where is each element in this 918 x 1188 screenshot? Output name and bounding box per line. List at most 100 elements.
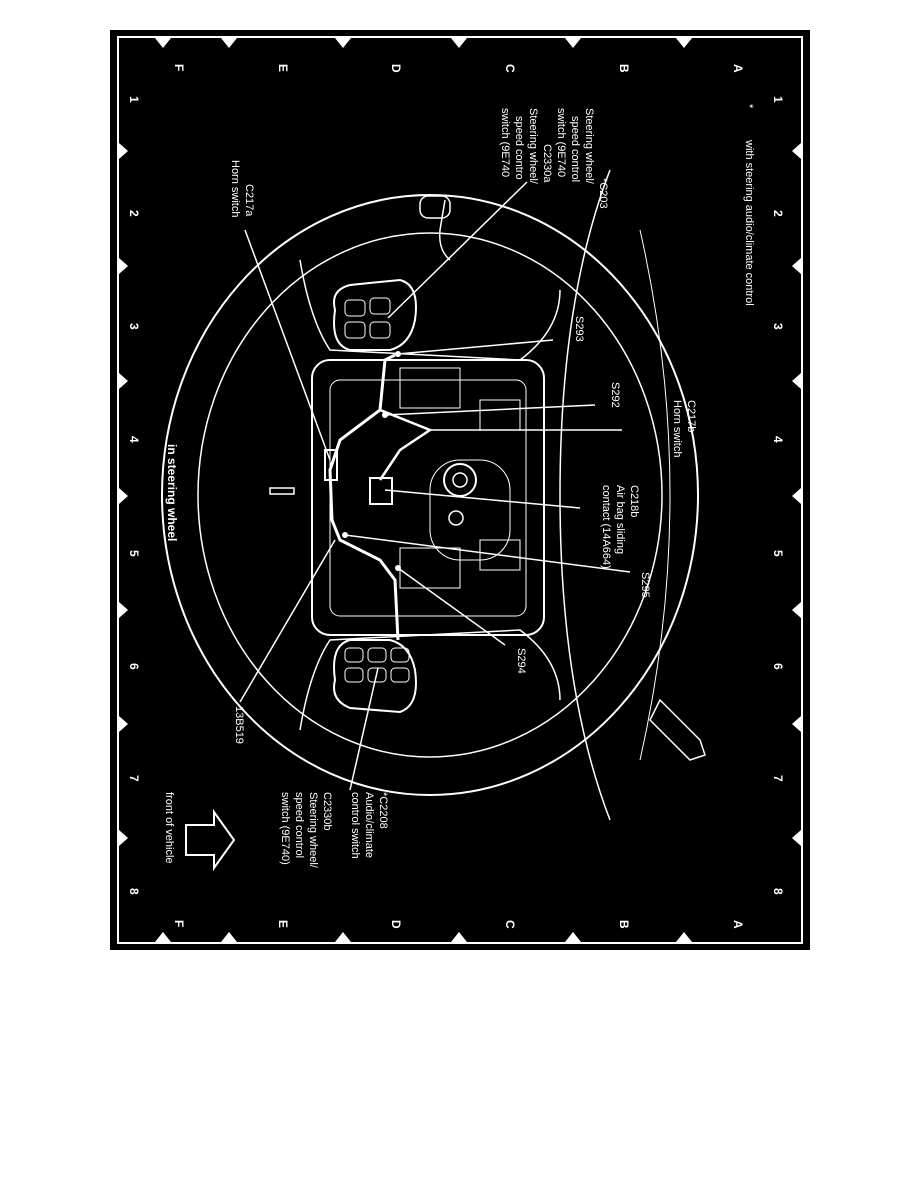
label-line: S295 [639, 572, 651, 598]
note-star: * [743, 104, 755, 109]
hub-cavity [311, 359, 545, 636]
grid-letter: E [276, 920, 290, 928]
grid-num: 7 [127, 775, 141, 782]
label-c2208: *C2208 Audio/climate control switch [349, 792, 389, 859]
grid-num: 8 [127, 888, 141, 895]
label-line: S292 [609, 382, 621, 408]
top-note: * with steering audio/climate control [743, 104, 755, 306]
grid-num: 1 [127, 96, 141, 103]
label-c218b: C218b Air bag sliding contact (14A664) [600, 485, 640, 569]
grid-num: 7 [771, 775, 785, 782]
wiper-stalk [649, 698, 706, 761]
label-line: Audio/climate [363, 792, 375, 858]
label-s292: S292 [609, 382, 621, 408]
grid-letter: F [172, 920, 186, 927]
column-shroud [639, 229, 671, 761]
grid-letter: C [503, 920, 517, 929]
label-line: 13B519 [233, 706, 245, 744]
upper-spoke [299, 259, 561, 361]
label-line: C2330b [321, 792, 333, 831]
label-line: speed control [569, 116, 581, 182]
label-line: Air bag sliding [614, 485, 626, 554]
label-line: contact (14A664) [600, 485, 612, 569]
grid-letter: E [276, 64, 290, 72]
grid-num: 2 [127, 210, 141, 217]
leader-lines [239, 181, 631, 791]
label-s294: S294 [515, 648, 527, 674]
label-line: control switch [349, 792, 361, 859]
grid-num: 3 [127, 323, 141, 330]
grid-letter: F [172, 64, 186, 71]
front-arrow-icon [185, 808, 236, 872]
label-line: Steering wheel/ [527, 108, 539, 185]
label-front: front of vehicle [163, 792, 175, 864]
grid-num: 6 [127, 663, 141, 670]
label-line: S294 [515, 648, 527, 674]
wheel-rim-inner [197, 232, 663, 758]
grid-num: 5 [127, 550, 141, 557]
grid-numbers-right: 1 2 3 4 5 6 7 8 [771, 96, 785, 895]
wiring-harness [328, 353, 400, 641]
label-line: Steering wheel/ [307, 792, 319, 869]
splice-dots [342, 351, 401, 571]
label-line: Horn switch [671, 400, 683, 457]
label-line: switch (9E740 [555, 108, 567, 177]
label-line: front of vehicle [163, 792, 175, 864]
label-line: speed contro [513, 116, 525, 180]
wheel-rim-outer [161, 194, 699, 796]
hub-bolt [443, 463, 477, 497]
label-line: C218b [628, 485, 640, 517]
speed-control-switch-pad [333, 278, 417, 351]
grid-num: 6 [771, 663, 785, 670]
label-line: C2330a [541, 144, 553, 183]
grid-num: 8 [771, 888, 785, 895]
grid-num: 4 [771, 436, 785, 443]
label-c2330b: C2330b Steering wheel/ speed control swi… [279, 792, 333, 869]
grid-letters-bottom: A B C D E F [172, 920, 745, 929]
grid-letter: C [503, 64, 517, 73]
grid-letter: A [731, 920, 745, 929]
grid-num: 1 [771, 96, 785, 103]
diagram-frame [110, 30, 810, 950]
label-line: C217a [243, 184, 255, 217]
horn-connector [324, 449, 338, 481]
label-line: Steering wheel/ [583, 108, 595, 185]
label-line: switch (9E740 [499, 108, 511, 177]
label-c217b: C217b Horn switch [671, 400, 697, 457]
label-c2330a: C2330a Steering wheel/ speed contro swit… [499, 108, 553, 185]
clockspring [429, 459, 511, 561]
horn-pin [269, 487, 295, 495]
grid-num: 4 [127, 436, 141, 443]
label-c203: *C203 Steering wheel/ speed control swit… [555, 108, 609, 209]
label-s293: S293 [573, 316, 585, 342]
grid-letter: D [389, 64, 403, 73]
grid-letter: B [617, 64, 631, 73]
left-stalk [419, 195, 451, 219]
label-s295: S295 [639, 572, 651, 598]
steering-wheel [161, 169, 706, 821]
label-line: C217b [685, 400, 697, 432]
label-line: Horn switch [229, 160, 241, 217]
grid-letter: D [389, 920, 403, 929]
label-line: S293 [573, 316, 585, 342]
bottom-caption: in steering wheel [165, 444, 179, 541]
audio-climate-switch-pad [333, 639, 417, 714]
label-c217a: C217a Horn switch [229, 160, 255, 217]
grid-num: 2 [771, 210, 785, 217]
label-line: switch (9E740) [279, 792, 291, 865]
grid-num: 3 [771, 323, 785, 330]
label-13b519: 13B519 [233, 706, 245, 744]
grid-numbers-left: 1 2 3 4 5 6 7 8 [127, 96, 141, 895]
lower-spoke [299, 629, 561, 731]
border-markers [119, 38, 801, 942]
label-line: *C203 [597, 178, 609, 209]
grid-letters-top: A B C D E F [172, 64, 745, 73]
grid-letter: B [617, 920, 631, 929]
label-line: *C2208 [377, 792, 389, 829]
steering-column-edge [559, 169, 611, 821]
label-line: speed control [293, 792, 305, 858]
diagram-border [117, 36, 803, 944]
grid-num: 5 [771, 550, 785, 557]
note-text: with steering audio/climate control [743, 139, 755, 306]
